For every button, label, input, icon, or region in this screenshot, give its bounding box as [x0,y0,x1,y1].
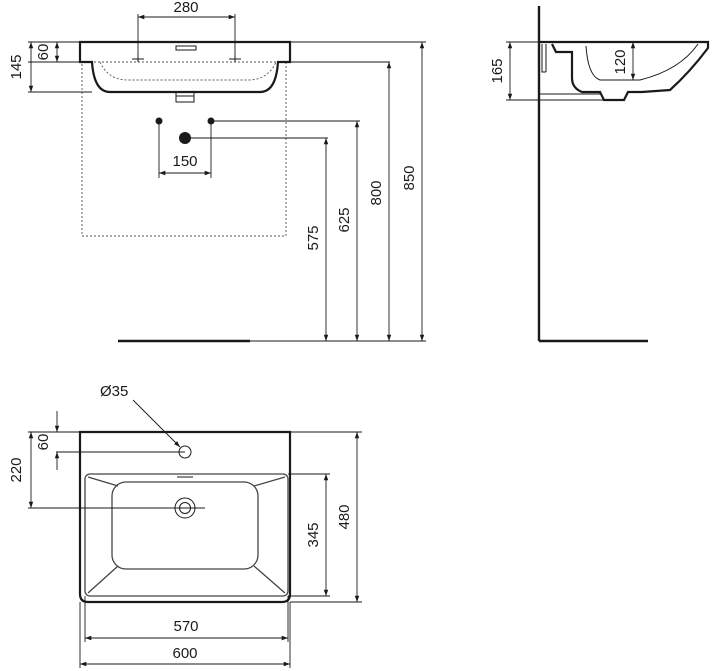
dim-120-label: 120 [612,49,629,74]
dim-165-label: 165 [489,58,506,83]
bevel-bottom-left [87,565,119,594]
basin-side-inner [585,43,699,81]
bowl-bottom [111,481,259,570]
side-view: 165 120 [489,6,710,343]
dim-570-label: 570 [173,618,198,635]
dim-280-label: 280 [173,0,198,16]
dim-345-label: 345 [305,522,322,547]
leader-diameter [132,399,181,448]
tap-hole-left [132,55,144,62]
dim-625-label: 625 [336,207,353,232]
basin-front-outline [78,40,292,94]
bevel-bottom-right [253,565,286,594]
dim-60-front-label: 60 [35,44,52,61]
dim-220-label: 220 [8,457,25,482]
dim-800-label: 800 [368,180,385,205]
dim-850-label: 850 [401,165,418,190]
waste-trap [175,92,195,103]
dim-60-top-label: 60 [35,434,52,451]
overflow-slot [175,45,197,51]
bowl-rim [84,473,289,597]
basin-inner-line [99,61,277,81]
dim-145-label: 145 [8,54,25,79]
dim-575-label: 575 [305,225,322,250]
cabinet-outline [81,61,287,237]
dim-diameter-label: Ø35 [100,383,128,400]
dim-150-label: 150 [172,153,197,170]
dim-480-label: 480 [336,504,353,529]
bevel-top-left [87,476,119,487]
dim-600-label: 600 [172,645,197,662]
bevel-top-right [253,476,286,487]
top-view: Ø35 60 220 345 480 570 600 [8,383,362,668]
front-view: 280 145 60 150 575 625 800 850 [8,0,426,343]
bracket-side [541,44,546,73]
tap-hole-right [229,55,241,62]
